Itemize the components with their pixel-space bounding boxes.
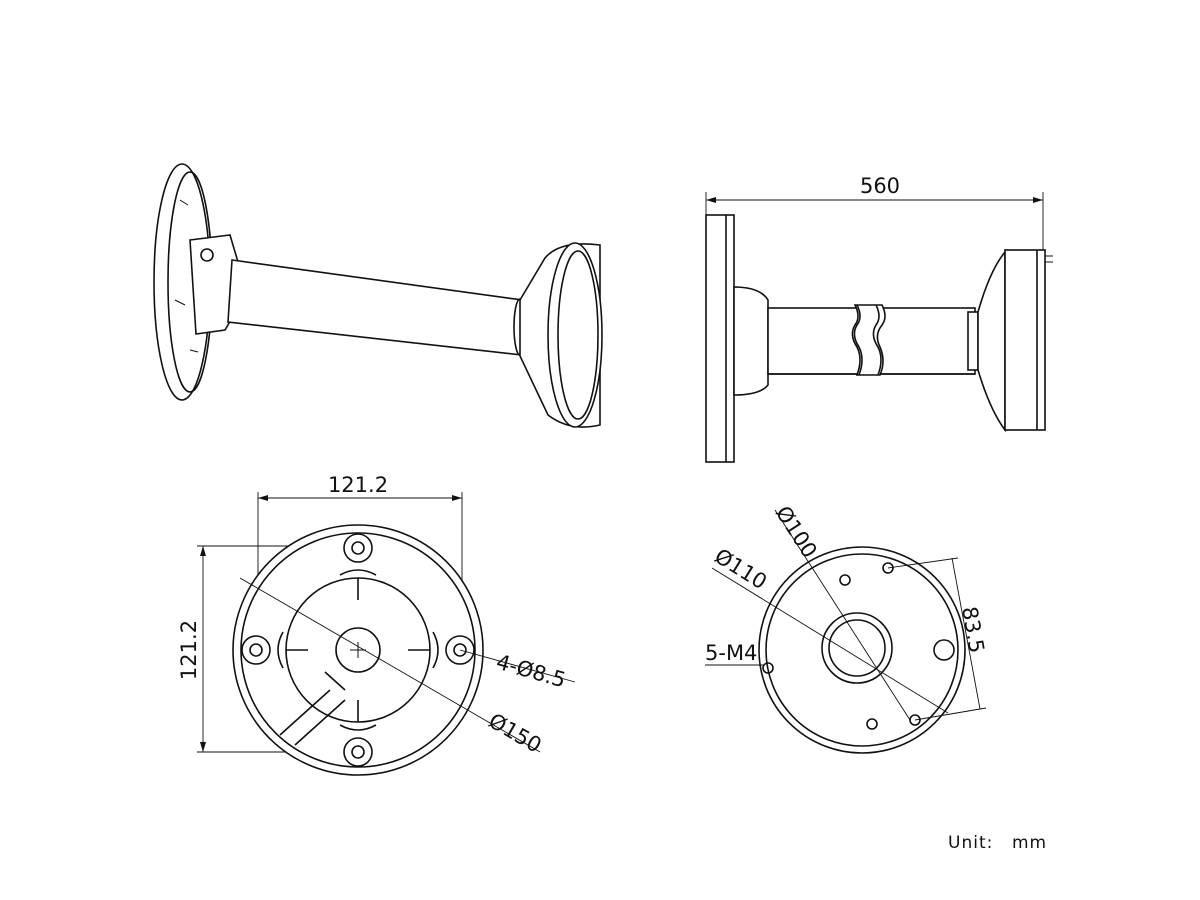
screw-holes bbox=[762, 562, 921, 730]
wall-plate-side bbox=[705, 214, 735, 463]
base-height-label: 121.2 bbox=[177, 620, 201, 680]
base-width-label: 121.2 bbox=[328, 473, 388, 497]
base-diameter-label: Ø150 bbox=[485, 709, 546, 758]
total-length-label: 560 bbox=[860, 174, 900, 198]
side-view: 560 bbox=[705, 174, 1053, 463]
mounting-holes bbox=[241, 533, 475, 767]
head-outer-diameter-label: Ø110 bbox=[710, 544, 771, 594]
base-holes-label: 4-Ø8.5 bbox=[494, 650, 569, 693]
head-view: Ø100 Ø110 5-M4 83.5 bbox=[705, 502, 989, 754]
arm-tube bbox=[227, 259, 523, 356]
mount-head-side bbox=[977, 249, 1006, 433]
unit-value: mm bbox=[1012, 833, 1047, 853]
head-screws-label: 5-M4 bbox=[705, 641, 757, 665]
unit-label: Unit: bbox=[948, 833, 993, 853]
head-inner-diameter-label: Ø100 bbox=[771, 502, 822, 563]
perspective-view bbox=[153, 163, 603, 428]
head-outline bbox=[758, 546, 966, 754]
base-plate-view: 121.2 121.2 4-Ø8.5 Ø150 bbox=[177, 473, 576, 776]
screw-icon bbox=[200, 248, 214, 262]
